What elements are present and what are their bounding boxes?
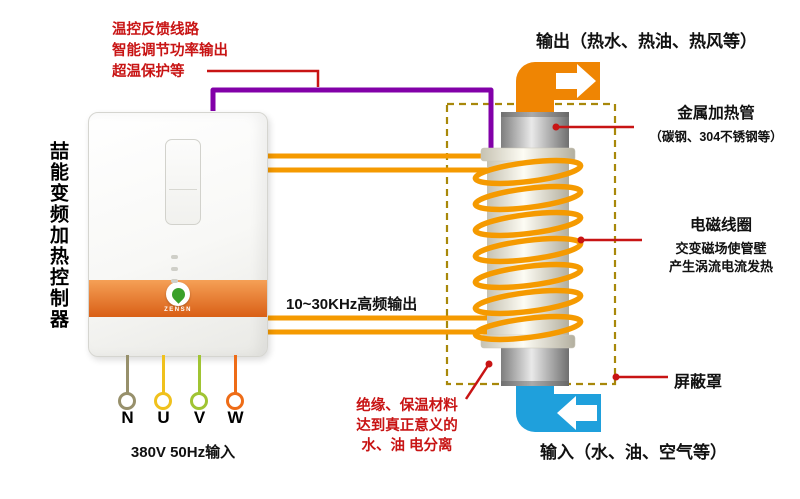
heatsink-fin (171, 255, 178, 259)
shield-annotation: 屏蔽罩 (674, 374, 723, 391)
insulation-line-3: 水、油 电分离 (361, 438, 453, 454)
induction-coil (472, 157, 584, 343)
hf-output-wires (265, 153, 487, 335)
feedback-line-2: 智能调节功率输出 (112, 43, 228, 59)
bottom-cap-edge (501, 381, 569, 386)
feedback-line-3: 超温保护等 (112, 64, 185, 80)
terminal-ring-w (226, 392, 244, 410)
leader-lines (464, 123, 668, 400)
terminal-label-v: V (193, 408, 206, 427)
heating-tube-top-cap (501, 112, 569, 154)
insulation-line-2: 达到真正意义的 (356, 418, 458, 434)
brand-logo-icon (166, 282, 190, 306)
power-input-label: 380V 50Hz输入 (130, 444, 236, 461)
heatsink-fin (171, 279, 178, 283)
coil-title: 电磁线圈 (689, 217, 752, 234)
input-arrow-icon (557, 396, 597, 430)
display-window (165, 139, 201, 225)
heating-tube-title: 金属加热管 (677, 105, 755, 122)
output-arrow-icon (556, 64, 596, 98)
top-cap-edge (501, 112, 569, 117)
heating-tube-bottom-cap (501, 344, 569, 386)
input-flow-label: 输入（水、油、空气等） (540, 443, 727, 462)
brand-name: ZENSN (164, 307, 192, 313)
display-divider (169, 188, 197, 190)
hf-output-label: 10~30KHz高频输出 (286, 296, 418, 313)
heatsink-fin (171, 267, 178, 271)
terminal-label-u: U (157, 408, 170, 427)
terminal-ring-u (154, 392, 172, 410)
insulation-line-1: 绝缘、保温材料 (356, 398, 458, 414)
terminal-wire-n (126, 355, 129, 393)
heating-tube-subtitle: （碳钢、304不锈钢等） (649, 130, 783, 144)
controller-title: 喆能变频加热控制器 (47, 141, 68, 330)
terminal-ring-n (118, 392, 136, 410)
terminal-wire-u (162, 355, 165, 393)
output-flow-label: 输出（热水、热油、热风等） (536, 32, 757, 51)
coil-line-3: 产生涡流电流发热 (668, 259, 773, 274)
coil-line-2: 交变磁场使管壁 (675, 241, 767, 256)
terminal-wire-v (198, 355, 201, 393)
coil-annotation: 电磁线圈 交变磁场使管壁 产生涡流电流发热 (644, 213, 798, 276)
controller-box: ZENSN (88, 112, 268, 357)
feedback-annotation: 温控反馈线路 智能调节功率输出 超温保护等 (112, 20, 228, 83)
terminal-ring-v (190, 392, 208, 410)
insulation-annotation: 绝缘、保温材料 达到真正意义的 水、油 电分离 (336, 396, 478, 456)
heating-tube-annotation: 金属加热管 （碳钢、304不锈钢等） (632, 101, 800, 145)
feedback-leader-line (207, 69, 320, 87)
brand-band: ZENSN (89, 280, 267, 317)
terminal-label-n: N (121, 408, 134, 427)
leaf-icon (168, 284, 188, 304)
control-feedback-wire (210, 87, 494, 152)
insulation-leader-line (464, 363, 491, 400)
terminal-label-w: W (227, 408, 244, 427)
terminal-wire-w (234, 355, 237, 393)
feedback-line-1: 温控反馈线路 (112, 22, 199, 38)
